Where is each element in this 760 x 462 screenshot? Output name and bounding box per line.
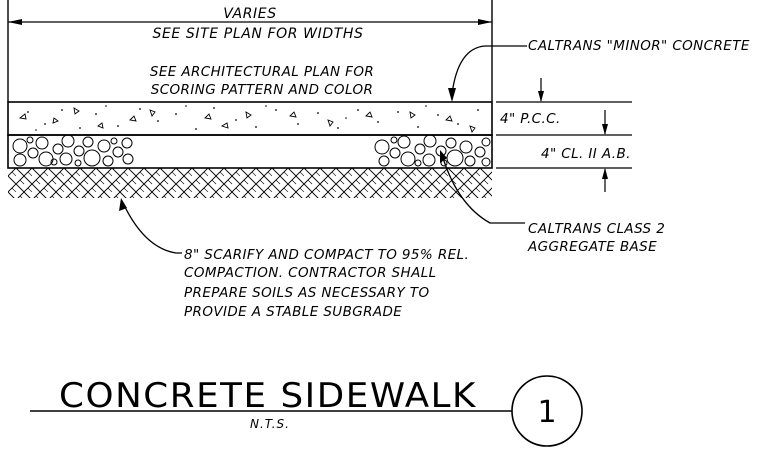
subgrade-layer <box>8 168 492 198</box>
width-dimension: VARIES SEE SITE PLAN FOR WIDTHS <box>7 0 493 102</box>
subgrade-leader <box>123 204 182 254</box>
subgrade-note-line1: 8" SCARIFY AND COMPACT TO 95% REL. <box>184 247 469 263</box>
aggregate-pebbles-right <box>374 134 491 167</box>
thickness-dimensions: 4" P.C.C. 4" CL. II A.B. <box>496 78 632 192</box>
subgrade-note-line4: PROVIDE A STABLE SUBGRADE <box>184 304 402 320</box>
aggregate-callout-line2: AGGREGATE BASE <box>527 239 657 255</box>
aggregate-leader <box>442 157 525 224</box>
aggregate-callout-line1: CALTRANS CLASS 2 <box>528 221 665 237</box>
ab-thickness-label: 4" CL. II A.B. <box>541 146 631 162</box>
concrete-aggregate-triangles <box>18 107 476 133</box>
pcc-thickness-label: 4" P.C.C. <box>500 111 561 127</box>
title-block: CONCRETE SIDEWALK N.T.S. 1 <box>30 375 583 447</box>
concrete-pcc-layer <box>7 101 493 136</box>
detail-number-bubble <box>511 375 583 447</box>
varies-label: VARIES <box>223 6 276 22</box>
scale-label: N.T.S. <box>250 417 290 431</box>
ab-dim-arrow-up <box>602 168 608 179</box>
detail-number: 1 <box>537 395 556 430</box>
pcc-dim-arrow-down <box>538 91 544 102</box>
concrete-leader <box>451 45 527 95</box>
subgrade-note-line3: PREPARE SOILS AS NECESSARY TO <box>184 285 429 301</box>
architectural-note-line2: SCORING PATTERN AND COLOR <box>151 82 374 98</box>
concrete-speckle <box>27 105 479 131</box>
concrete-callout-label: CALTRANS "MINOR" CONCRETE <box>528 38 750 54</box>
aggregate-pebbles-left <box>12 134 134 167</box>
site-plan-note: SEE SITE PLAN FOR WIDTHS <box>152 26 363 42</box>
detail-title: CONCRETE SIDEWALK <box>59 376 477 416</box>
subgrade-leader-arrow <box>119 198 127 211</box>
subgrade-note-line2: COMPACTION. CONTRACTOR SHALL <box>184 265 437 281</box>
aggregate-leader-arrow <box>440 150 447 163</box>
dimension-arrow-right <box>478 19 492 25</box>
dimension-arrow-left <box>8 19 22 25</box>
architectural-note-line1: SEE ARCHITECTURAL PLAN FOR <box>150 64 374 80</box>
ab-dim-arrow-down <box>602 124 608 135</box>
concrete-leader-arrow <box>448 88 456 102</box>
